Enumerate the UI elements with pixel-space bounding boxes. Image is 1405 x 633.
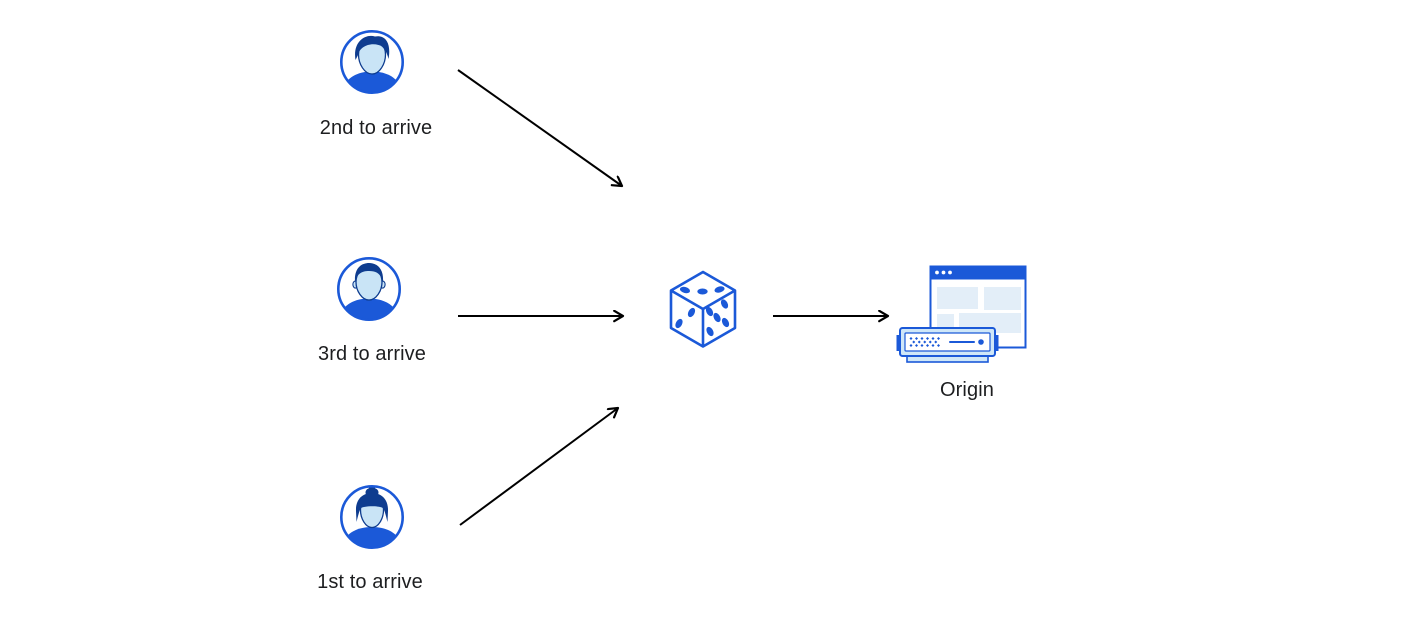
person-avatar-icon [339, 484, 405, 550]
origin-server-icon [895, 262, 1030, 367]
user-node-label-3rd: 3rd to arrive [317, 343, 426, 365]
arrow-user2nd-to-dice [457, 69, 622, 186]
user-node-label-1st: 1st to arrive [317, 571, 423, 593]
user-node-label-2nd: 2nd to arrive [319, 117, 433, 139]
person-avatar-icon [336, 256, 402, 322]
dice-icon [668, 270, 738, 348]
arrow-user1st-to-dice [459, 408, 618, 526]
person-avatar-icon [339, 29, 405, 95]
origin-node-label: Origin [940, 379, 994, 401]
